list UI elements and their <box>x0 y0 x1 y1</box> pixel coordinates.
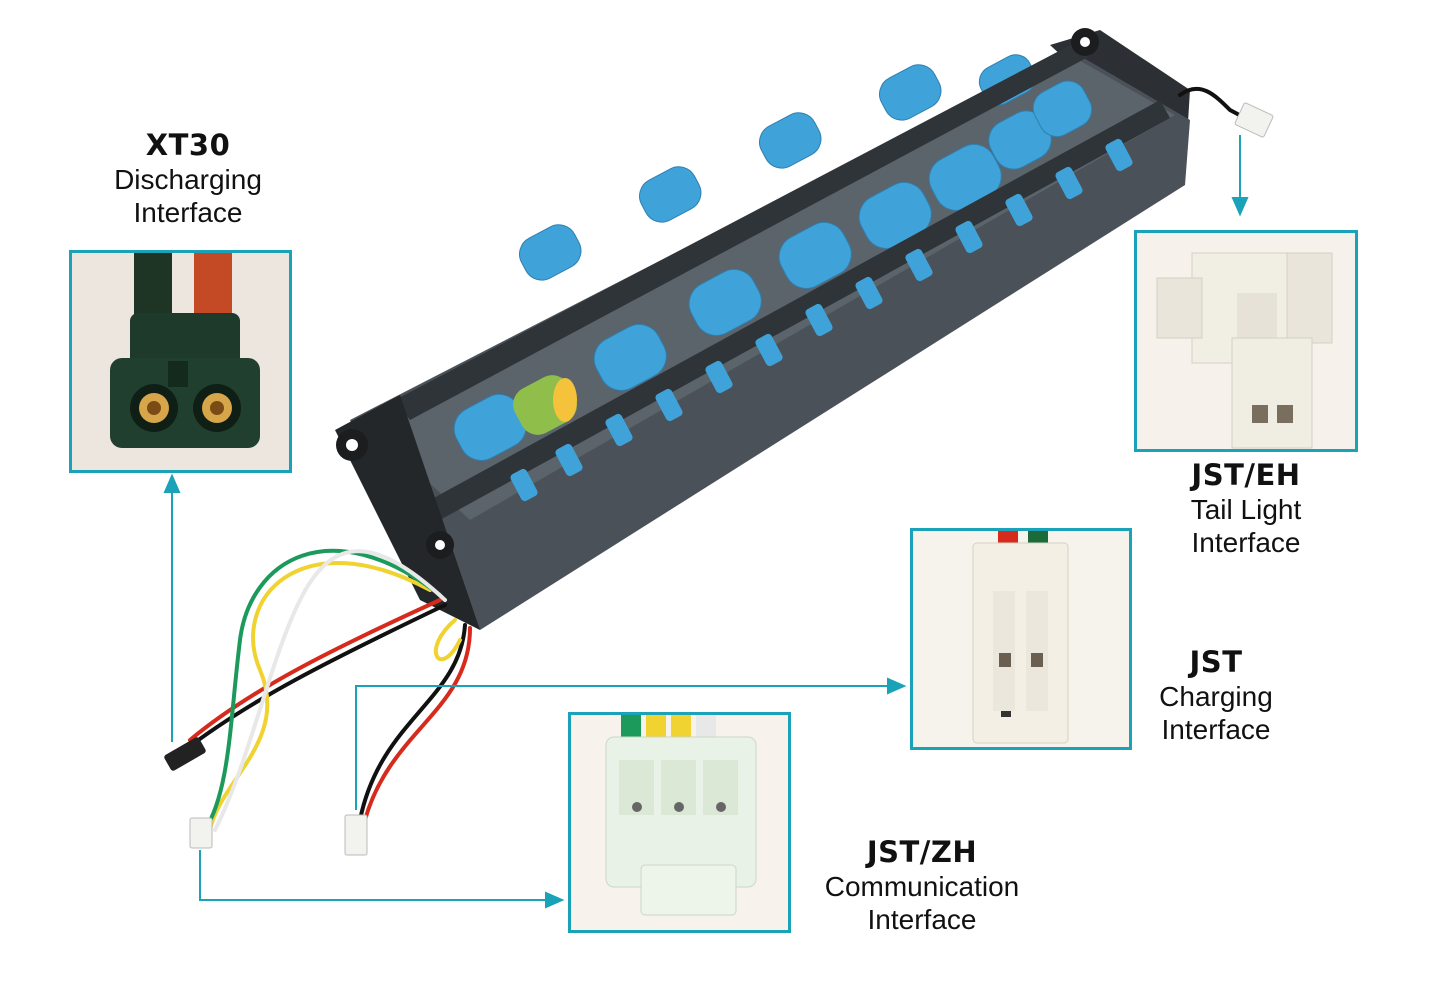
jst-zh-connector-icon <box>571 715 788 930</box>
jst-label: JST Charging Interface <box>1096 645 1336 747</box>
end-cap-left <box>335 395 480 630</box>
xt30-lead-plug <box>164 737 206 771</box>
leader-lines <box>163 135 1249 909</box>
jst-title: JST <box>1189 645 1243 679</box>
jst-eh-label: JST/EH Tail Light Interface <box>1126 458 1366 560</box>
xt30-line-2: Interface <box>133 197 243 229</box>
xt30-title: XT30 <box>145 128 231 162</box>
jst-zh-title: JST/ZH <box>866 835 978 869</box>
jst-zh-line-1: Communication <box>824 870 1020 902</box>
battery-cells <box>453 54 1093 461</box>
battery-pack <box>335 28 1190 630</box>
jst-zh-label: JST/ZH Communication Interface <box>792 835 1052 937</box>
jst-eh-connector-icon <box>1137 233 1355 449</box>
jst-line-2: Interface <box>1161 714 1271 746</box>
jst-line-1: Charging <box>1159 680 1273 712</box>
charging-plug <box>344 814 368 856</box>
jst-eh-line-2: Interface <box>1191 527 1301 559</box>
jst-zh-line-2: Interface <box>867 904 977 936</box>
xt30-line-1: Discharging <box>114 163 262 195</box>
jst-eh-line-1: Tail Light <box>1190 493 1302 525</box>
jst-eh-title: JST/EH <box>1191 458 1301 492</box>
side-cell-row <box>510 138 1133 502</box>
jst-charging-inset <box>910 528 1132 750</box>
zh-plug <box>189 817 213 849</box>
jst-charging-connector-icon <box>913 531 1129 747</box>
wire-harness <box>183 86 1247 832</box>
xt30-label: XT30 Discharging Interface <box>68 128 308 230</box>
xt30-connector-icon <box>72 253 289 470</box>
xt30-inset <box>69 250 292 473</box>
jst-eh-inset <box>1134 230 1358 452</box>
jst-zh-inset <box>568 712 791 933</box>
eh-plug <box>1234 102 1274 138</box>
